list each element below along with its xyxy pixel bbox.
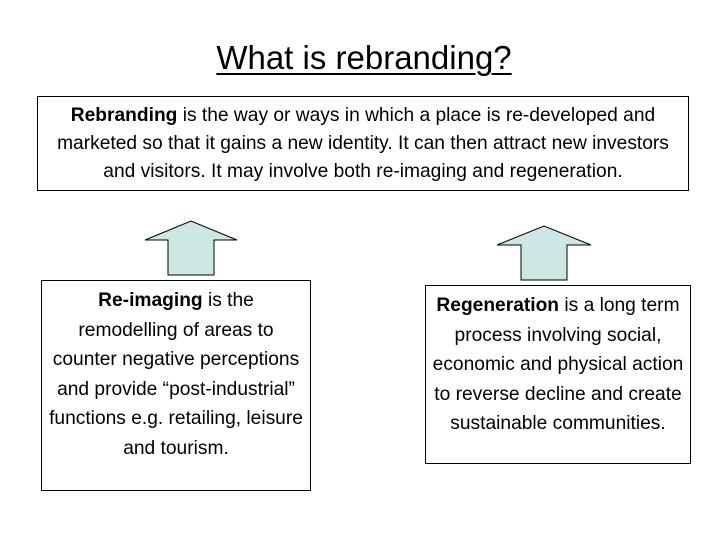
rebranding-definition-box: Rebranding is the way or ways in which a… — [37, 96, 689, 191]
up-arrow-left-shape — [144, 220, 238, 276]
page-title: What is rebranding? — [216, 39, 512, 76]
regeneration-definition-box: Regeneration is a long term process invo… — [425, 285, 691, 464]
reimaging-term: Re-imaging — [98, 290, 203, 311]
up-arrow-right-icon — [496, 225, 592, 281]
rebranding-definition-text: is the way or ways in which a place is r… — [57, 105, 669, 182]
up-arrow-right-shape — [496, 225, 592, 281]
regeneration-term: Regeneration — [436, 295, 560, 316]
regeneration-definition-text: is a long term process involving social,… — [432, 295, 684, 434]
rebranding-term: Rebranding — [70, 105, 178, 126]
reimaging-definition-box: Re-imaging is the remodelling of areas t… — [41, 280, 311, 491]
reimaging-definition-text: is the remodelling of areas to counter n… — [49, 290, 303, 459]
up-arrow-left-icon — [144, 220, 238, 276]
